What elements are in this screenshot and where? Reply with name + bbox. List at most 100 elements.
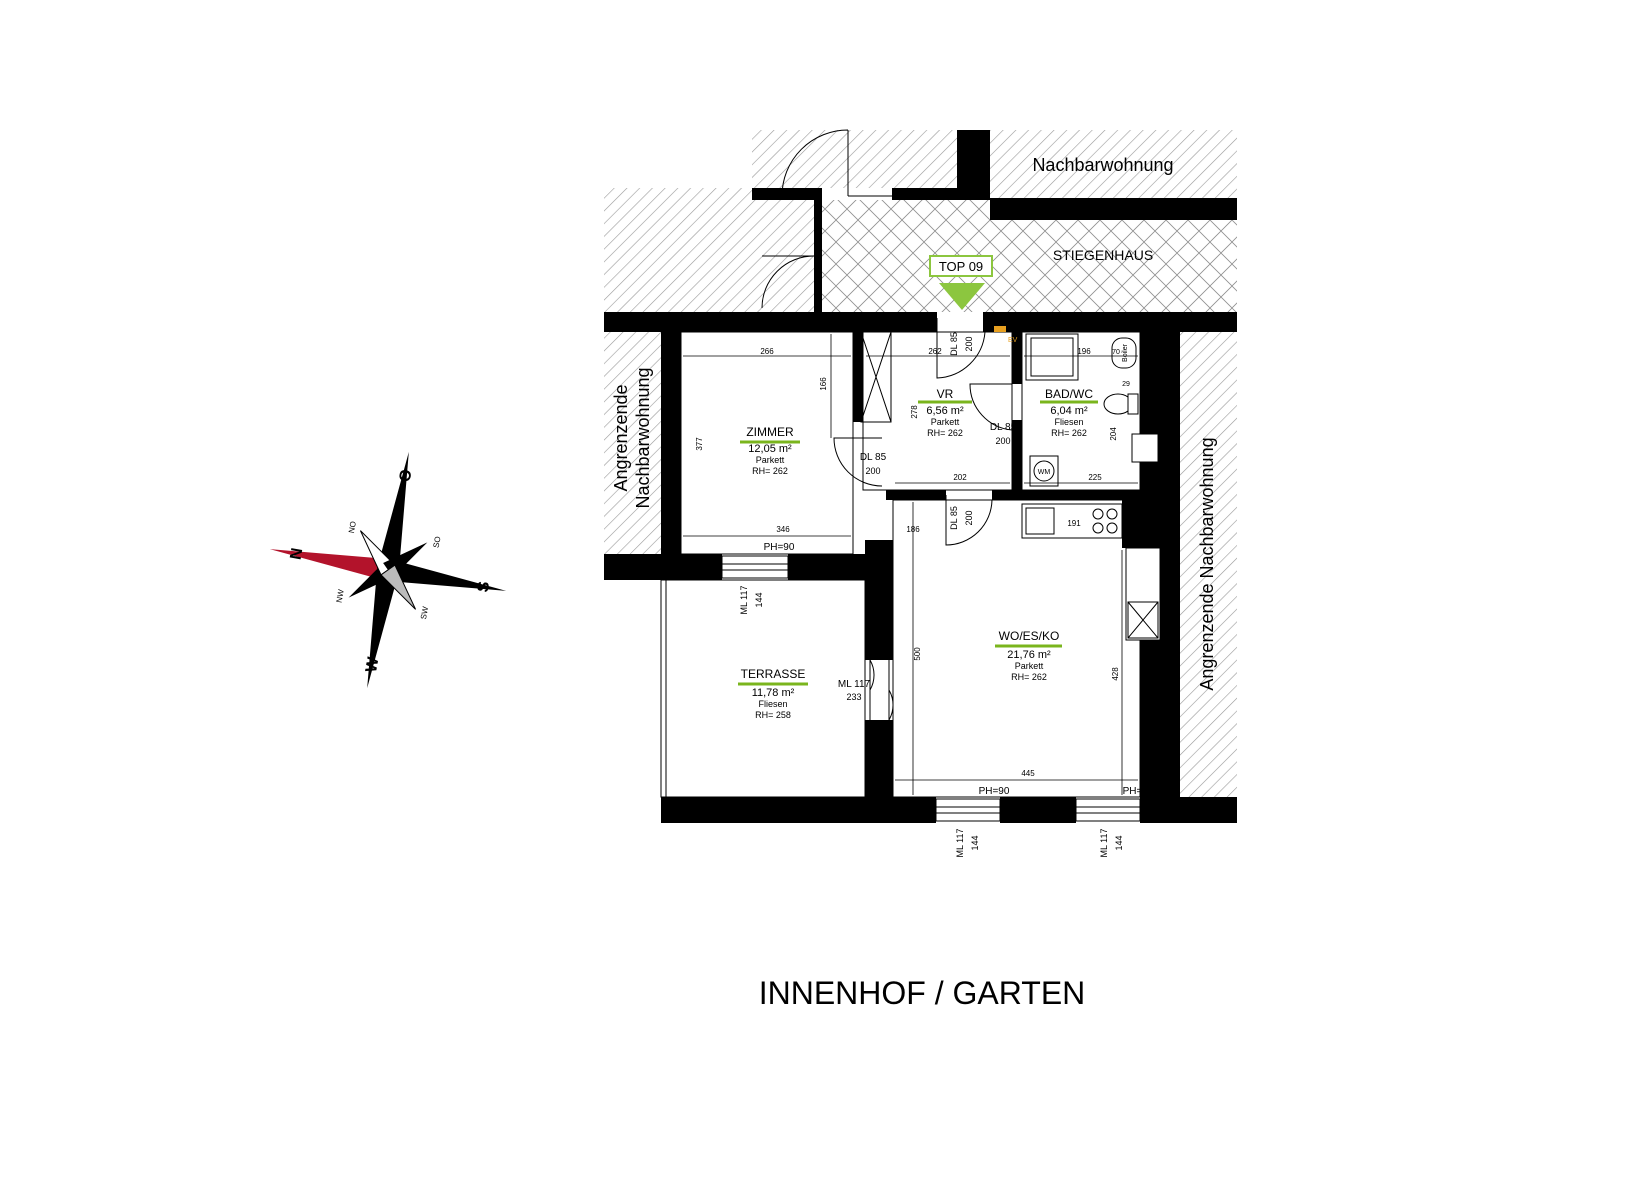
door-label-entry: DL 85 200	[949, 332, 974, 356]
boiler	[1111, 337, 1137, 369]
wall	[957, 130, 990, 200]
staircase-label: STIEGENHAUS	[1053, 247, 1153, 263]
room-floor: Parkett	[756, 455, 785, 465]
wall	[604, 312, 937, 332]
compass-needle-north-icon	[269, 549, 390, 581]
washer-label: WM	[1038, 469, 1051, 476]
parapet-label: PH=90	[1123, 786, 1154, 797]
wall	[886, 490, 946, 500]
door-staircase-left	[761, 255, 815, 309]
svg-text:DL 85: DL 85	[949, 332, 959, 356]
compass-label-o: O	[397, 468, 416, 483]
door-entry	[936, 318, 986, 379]
compass-label-s: S	[475, 580, 494, 594]
wall	[661, 797, 936, 823]
svg-text:ML 117: ML 117	[1099, 828, 1109, 857]
wall	[1122, 500, 1140, 548]
window-wo-left	[935, 798, 1001, 822]
room-wo-es-ko: WO/ES/KO 21,76 m² Parkett RH= 262	[999, 629, 1060, 682]
room-name: ZIMMER	[746, 425, 794, 439]
room-name: WO/ES/KO	[999, 629, 1060, 643]
wall	[661, 332, 681, 554]
svg-text:186: 186	[906, 525, 920, 534]
room-area: 11,78 m²	[752, 687, 795, 699]
door-staircase-top	[781, 129, 849, 197]
top-09-box	[929, 255, 993, 277]
window-label-zimmer: ML 117 144	[739, 585, 764, 614]
wall	[604, 554, 722, 580]
svg-text:70: 70	[1112, 349, 1120, 356]
label-underlines	[738, 400, 1098, 686]
svg-text:262: 262	[928, 347, 942, 356]
compass-label-nw: NW	[335, 588, 346, 603]
wall	[1012, 332, 1022, 384]
svg-text:DL 85: DL 85	[949, 506, 959, 530]
unit-label: TOP 09	[939, 259, 983, 274]
neighbor-top-right-hatch	[990, 130, 1237, 198]
svg-text:346: 346	[776, 525, 790, 534]
thin-lines	[660, 331, 1141, 798]
room-bad-wc: BAD/WC 6,04 m² Fliesen RH= 262	[1045, 387, 1093, 438]
neighbor-right-hatch	[1180, 332, 1237, 797]
room-floor: Fliesen	[758, 699, 787, 709]
door-vr-wo	[945, 495, 993, 546]
doors	[761, 129, 1013, 721]
room-name: TERRASSE	[741, 667, 806, 681]
door-label-vr-wo: DL 85 200	[949, 506, 974, 530]
wall	[992, 490, 1140, 500]
svg-text:144: 144	[754, 592, 764, 607]
svg-text:29: 29	[1122, 381, 1130, 388]
wall	[1140, 797, 1237, 823]
svg-text:225: 225	[1088, 473, 1102, 482]
compass-rose: N S W O NW NO SW SO	[269, 451, 507, 689]
neighbor-left-label-1: Angrenzende	[611, 384, 631, 491]
compass-needle-east-icon	[377, 451, 409, 572]
svg-text:377: 377	[695, 437, 704, 451]
neighbor-left-label-2: Nachbarwohnung	[633, 367, 653, 508]
door-label-zimmer: DL 85 200	[860, 452, 887, 476]
svg-text:278: 278	[910, 405, 919, 419]
wall	[983, 312, 1237, 332]
svg-text:204: 204	[1109, 427, 1118, 441]
wall	[752, 188, 822, 200]
svg-text:266: 266	[760, 347, 774, 356]
svg-text:202: 202	[953, 473, 967, 482]
svg-text:196: 196	[1077, 347, 1091, 356]
wall	[1160, 332, 1180, 552]
neighbor-left-hatch	[604, 332, 661, 554]
courtyard-label: INNENHOF / GARTEN	[759, 975, 1086, 1011]
room-area: 6,04 m²	[1050, 405, 1088, 417]
door-bad	[969, 383, 1013, 431]
svg-text:ML 117: ML 117	[739, 585, 749, 614]
wall	[1012, 420, 1022, 496]
room-height: RH= 262	[1051, 428, 1087, 438]
svg-text:233: 233	[846, 692, 861, 702]
kitchen-sink	[1025, 507, 1055, 535]
wall	[990, 198, 1237, 220]
compass-diag-icon	[380, 564, 417, 610]
compass-label-so: SO	[432, 536, 443, 549]
door-label-terrace: ML 117 233	[838, 679, 871, 702]
room-area: 6,56 m²	[926, 405, 964, 417]
window-label-wo-right: ML 117 144	[1099, 828, 1124, 857]
svg-text:191: 191	[1067, 519, 1081, 528]
ev-label: EV	[1008, 337, 1018, 344]
sink	[1131, 433, 1159, 463]
neighbor-left-upper-hatch	[604, 188, 822, 312]
svg-text:500: 500	[913, 647, 922, 661]
compass-label-w: W	[363, 655, 383, 674]
room-area: 21,76 m²	[1007, 649, 1051, 661]
svg-text:200: 200	[964, 336, 974, 351]
svg-text:428: 428	[1111, 667, 1120, 681]
window-wo-right	[1075, 798, 1141, 822]
svg-text:DL 85: DL 85	[860, 452, 887, 463]
compass-needle-south-icon	[386, 559, 507, 591]
room-height: RH= 262	[927, 428, 963, 438]
wall	[814, 200, 822, 312]
compass-label-n: N	[288, 547, 307, 561]
svg-text:166: 166	[819, 377, 828, 391]
svg-text:200: 200	[995, 436, 1010, 446]
room-floor: Fliesen	[1054, 417, 1083, 427]
parapet-label: PH=90	[764, 542, 795, 553]
